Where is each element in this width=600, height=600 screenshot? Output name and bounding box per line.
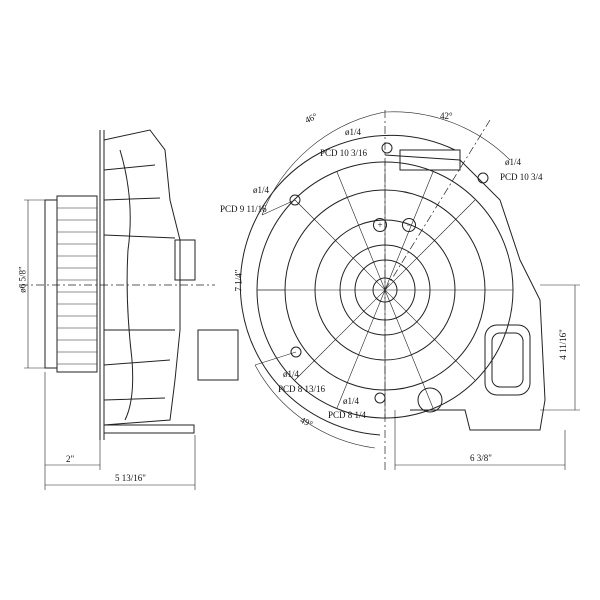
height-label: 7 1/4" — [233, 269, 244, 292]
pcd-label: PCD 8 1/4 — [328, 410, 367, 420]
pcd-label: PCD 10 3/16 — [320, 148, 368, 158]
angle-label: 42° — [440, 111, 453, 121]
overall-width-label: 5 13/16" — [115, 473, 146, 483]
diameter-label: ø6 5/8" — [17, 266, 28, 293]
outlet-height-label: 4 11/16" — [557, 329, 568, 360]
fan-blades — [57, 207, 97, 365]
hole-size-label: ø1/4 — [345, 127, 362, 137]
pcd-label: PCD 9 11/16 — [220, 204, 267, 214]
front-view — [239, 110, 580, 470]
hole-size-label: ø1/4 — [253, 185, 270, 195]
pcd-label: PCD 10 3/4 — [500, 172, 543, 182]
minus-terminal-icon: − — [402, 218, 416, 232]
width-label: 6 3/8" — [470, 453, 492, 463]
hole-size-label: ø1/4 — [343, 396, 360, 406]
hole-size-label: ø1/4 — [283, 369, 300, 379]
depth-label: 2" — [66, 454, 75, 464]
hole-size-label: ø1/4 — [505, 157, 522, 167]
plus-terminal-icon: + — [373, 218, 387, 232]
pcd-label: PCD 8 13/16 — [278, 384, 326, 394]
side-view — [20, 129, 239, 490]
